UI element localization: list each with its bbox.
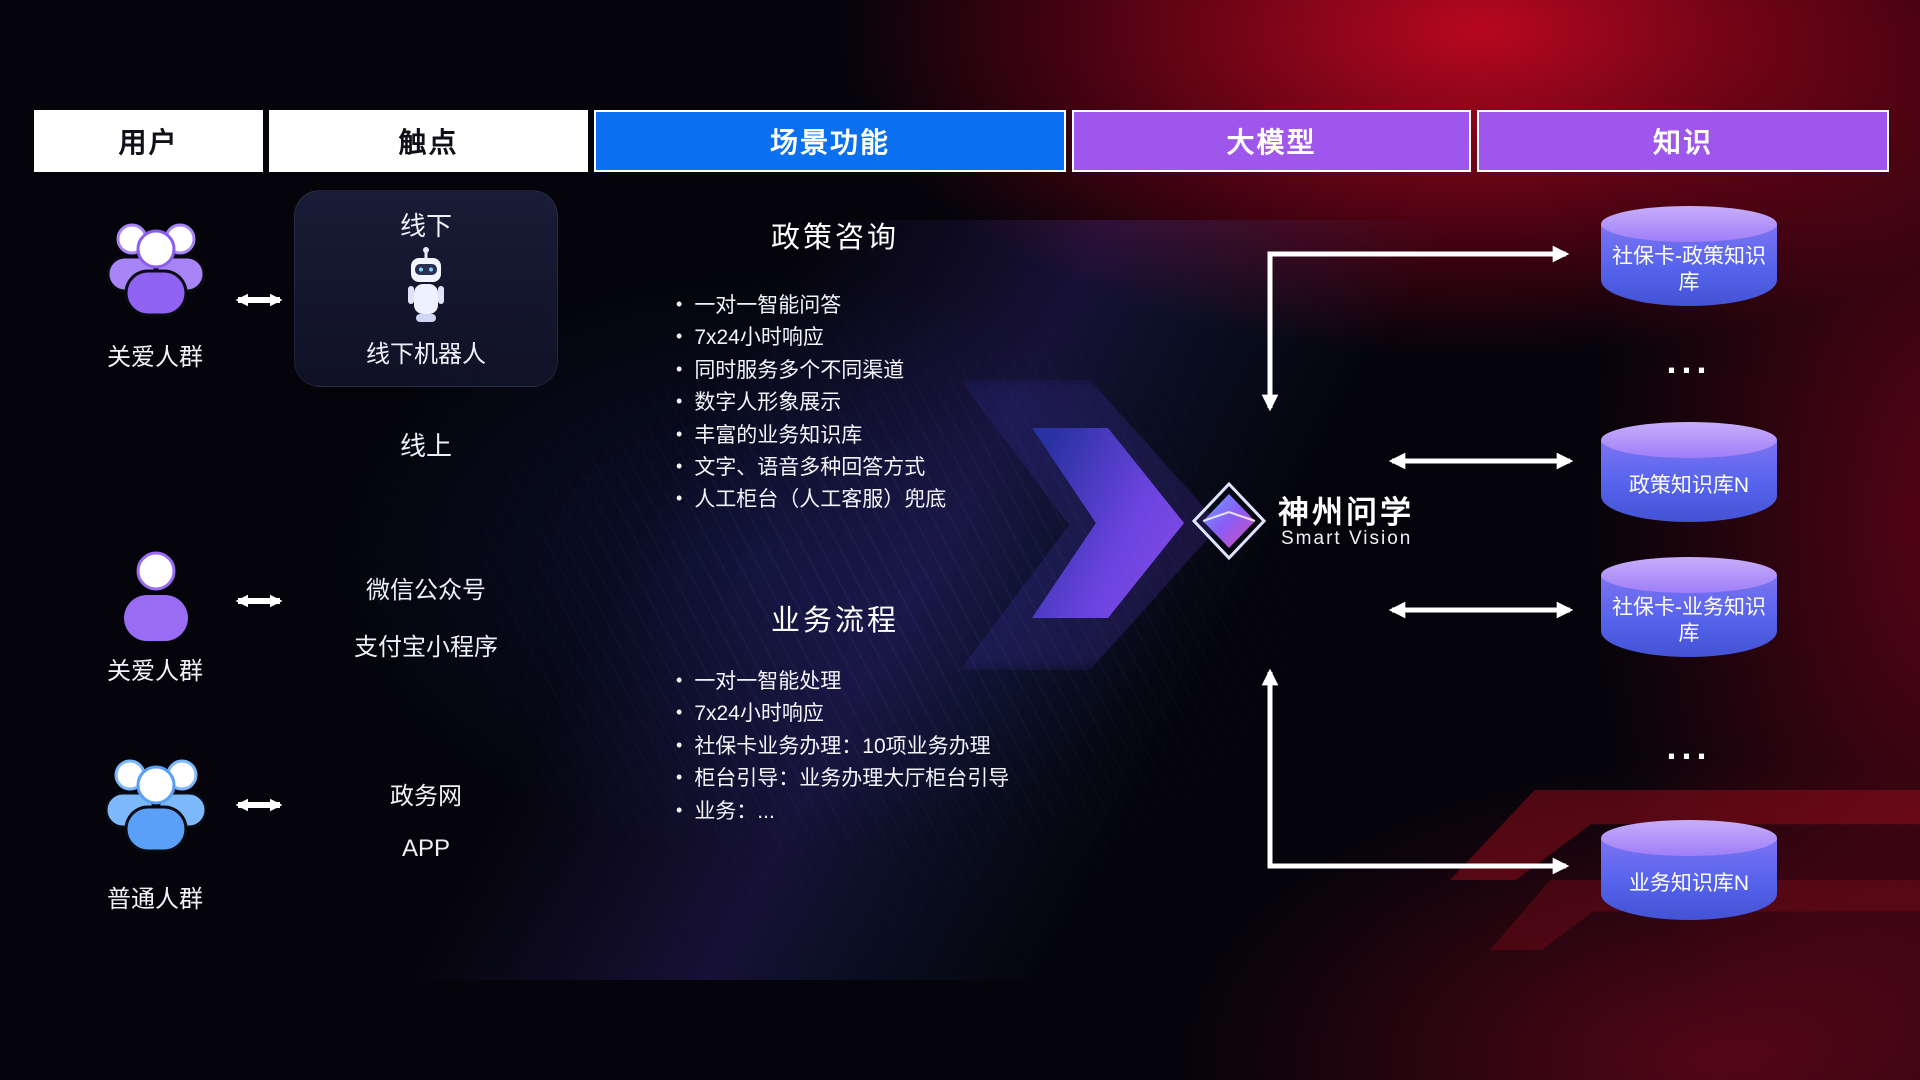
user-person-purple-icon: [118, 549, 194, 654]
business-bullet: 业务：...: [676, 796, 1009, 828]
column-header-model: 大模型: [1072, 110, 1471, 172]
user-label-1: 关爱人群: [107, 344, 203, 371]
knowledge-db-3: 社保卡-业务知识库: [1601, 557, 1777, 657]
db-top: [1601, 820, 1777, 856]
policy-bullet: 数字人形象展示: [676, 387, 946, 419]
offline-robot-label: 线下机器人: [366, 341, 486, 368]
column-header-touch: 触点: [269, 110, 588, 172]
db-top: [1601, 422, 1777, 458]
knowledge-db-4: 业务知识库N: [1601, 820, 1777, 920]
policy-bullet: 文字、语音多种回答方式: [676, 452, 946, 484]
channel-alipay: 支付宝小程序: [354, 634, 498, 661]
user-label-3: 普通人群: [107, 886, 203, 913]
business-bullet: 7x24小时响应: [676, 698, 1009, 730]
db-label: 业务知识库N: [1628, 872, 1750, 895]
policy-bullet: 一对一智能问答: [676, 290, 946, 322]
db-label: 政策知识库N: [1628, 474, 1750, 497]
business-section-title: 业务流程: [770, 605, 899, 637]
knowledge-db-2: 政策知识库N: [1601, 422, 1777, 522]
column-header-users: 用户: [34, 110, 263, 172]
channel-app: APP: [401, 835, 451, 862]
user-label-2: 关爱人群: [107, 658, 203, 685]
policy-bullet: 丰富的业务知识库: [676, 420, 946, 452]
policy-bullet: 同时服务多个不同渠道: [676, 355, 946, 387]
offline-title: 线下: [399, 211, 452, 241]
business-bullet: 社保卡业务办理：10项业务办理: [676, 731, 1009, 763]
brand-subtitle: Smart Vision: [1281, 528, 1413, 549]
channel-govweb: 政务网: [390, 783, 462, 810]
db-top: [1601, 206, 1777, 242]
online-title: 线上: [399, 431, 452, 461]
knowledge-ellipsis-2: ...: [1666, 726, 1712, 767]
brand-name: 神州问学: [1278, 495, 1414, 530]
knowledge-db-1: 社保卡-政策知识库: [1601, 206, 1777, 306]
user-group-blue-icon: [100, 747, 212, 866]
channel-wechat: 微信公众号: [366, 577, 486, 604]
user-group-purple-icon: [104, 211, 208, 326]
policy-bullet: 人工柜台（人工客服）兜底: [676, 484, 946, 516]
policy-bullet: 7x24小时响应: [676, 322, 946, 354]
column-header-scenario: 场景功能: [594, 110, 1066, 172]
business-bullet: 柜台引导：业务办理大厅柜台引导: [676, 763, 1009, 795]
db-label: 社保卡-业务知识库: [1612, 596, 1766, 645]
brand-diamond-logo: [1191, 481, 1267, 565]
db-label: 社保卡-政策知识库: [1612, 245, 1766, 294]
knowledge-ellipsis-1: ...: [1666, 340, 1712, 381]
db-top: [1601, 557, 1777, 593]
policy-section-title: 政策咨询: [770, 222, 899, 254]
business-bullet-list: 一对一智能处理 7x24小时响应 社保卡业务办理：10项业务办理 柜台引导：业务…: [676, 666, 1009, 828]
column-header-knowledge: 知识: [1477, 110, 1889, 172]
policy-bullet-list: 一对一智能问答 7x24小时响应 同时服务多个不同渠道 数字人形象展示 丰富的业…: [676, 290, 946, 517]
offline-robot-icon: [294, 246, 558, 335]
business-bullet: 一对一智能处理: [676, 666, 1009, 698]
